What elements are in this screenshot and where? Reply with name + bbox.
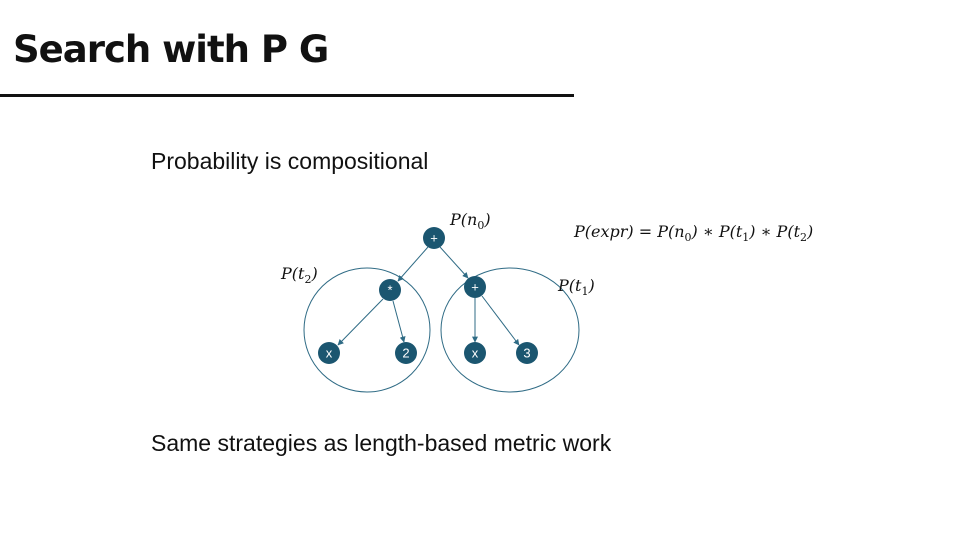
node-3: 3 [516, 342, 538, 364]
subtree-t2-ellipse [303, 267, 431, 393]
bullet-strategies: Same strategies as length-based metric w… [151, 430, 612, 456]
svg-text:+: + [430, 231, 438, 246]
edge [337, 298, 384, 346]
node-2: 2 [395, 342, 417, 364]
label-p-t1: P(t1) [557, 276, 595, 298]
label-p-t2: P(t2) [280, 264, 318, 286]
slide-title: Search with P G [13, 28, 329, 71]
node-x-right: x [464, 342, 486, 364]
svg-text:*: * [387, 283, 392, 298]
node-root-plus: + [423, 227, 445, 249]
edge [392, 300, 406, 343]
svg-text:3: 3 [523, 346, 530, 361]
node-plus: + [464, 276, 486, 298]
svg-text:x: x [326, 346, 333, 361]
node-x-left: x [318, 342, 340, 364]
label-p-n0: P(n0) [449, 210, 491, 232]
svg-text:2: 2 [402, 346, 409, 361]
svg-text:x: x [472, 346, 479, 361]
title-divider [0, 94, 574, 97]
edge [439, 246, 469, 279]
svg-text:+: + [471, 280, 479, 295]
bullet-compositional: Probability is compositional [151, 148, 429, 174]
node-multiply: * [379, 279, 401, 301]
probability-formula: P(expr) = P(n0) ∗ P(t1) ∗ P(t2) [573, 222, 813, 244]
edge [481, 295, 520, 346]
subtree-t1-ellipse [440, 267, 580, 393]
edge [397, 246, 429, 282]
